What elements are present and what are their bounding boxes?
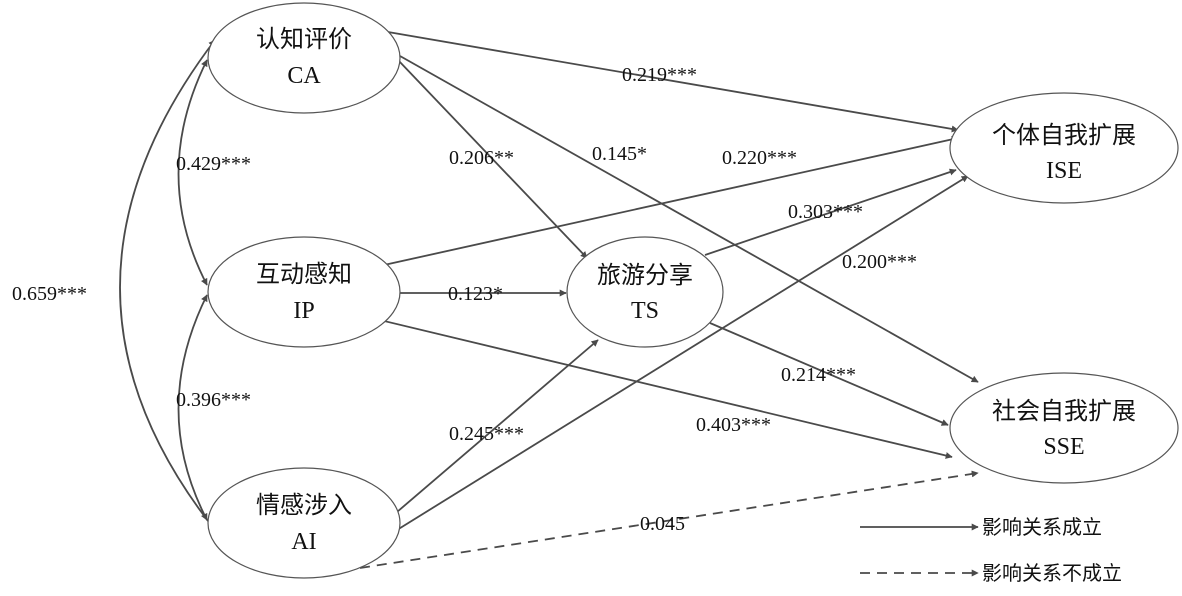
edge-ai-ise <box>396 175 969 531</box>
node-ip: 互动感知 IP <box>207 236 401 348</box>
edge-label-ip-ts: 0.123* <box>448 283 503 305</box>
edge-label-ca-ise: 0.219*** <box>622 64 697 86</box>
node-sse-name: 社会自我扩展 <box>992 397 1136 425</box>
edge-label-ai-sse: 0.045 <box>640 513 685 535</box>
edge-labels: 0.429*** 0.396*** 0.659*** 0.219*** 0.20… <box>12 64 917 535</box>
edge-ip-sse <box>379 319 953 459</box>
edge-ca-ts <box>397 59 588 259</box>
node-sse: 社会自我扩展 SSE <box>949 372 1179 484</box>
legend-dashed-label: 影响关系不成立 <box>982 561 1122 585</box>
node-ai-ellipse <box>207 467 401 579</box>
edge-label-ip-ai: 0.396*** <box>176 389 251 411</box>
node-ip-code: IP <box>293 298 314 324</box>
edges <box>119 31 979 569</box>
edge-label-ca-ip: 0.429*** <box>176 153 251 175</box>
edge-label-ip-sse: 0.403*** <box>696 414 771 436</box>
node-ai-name: 情感涉入 <box>256 491 352 519</box>
edge-label-ts-sse: 0.214*** <box>781 364 856 386</box>
node-ai: 情感涉入 AI <box>207 467 401 579</box>
edge-ca-sse <box>399 55 979 383</box>
edge-label-ip-ise: 0.220*** <box>722 147 797 169</box>
node-ca-name: 认知评价 <box>256 25 352 53</box>
node-ise-code: ISE <box>1046 158 1082 184</box>
edge-ai-ts <box>396 339 599 513</box>
node-ts-name: 旅游分享 <box>597 261 693 289</box>
node-ts-ellipse <box>566 236 724 348</box>
edge-label-ca-ai: 0.659*** <box>12 283 87 305</box>
legend: 影响关系成立 影响关系不成立 <box>860 515 1122 585</box>
node-ip-name: 互动感知 <box>256 260 352 288</box>
edge-ca-ai <box>119 39 216 531</box>
edge-label-ca-sse: 0.145* <box>592 143 647 165</box>
node-sse-ellipse <box>949 372 1179 484</box>
node-ise: 个体自我扩展 ISE <box>949 92 1179 204</box>
edge-label-ca-ts: 0.206** <box>449 147 514 169</box>
node-ts: 旅游分享 TS <box>566 236 724 348</box>
node-ai-code: AI <box>291 529 316 555</box>
edge-ip-ai <box>177 294 208 521</box>
edge-ca-ip <box>177 59 208 286</box>
edge-label-ai-ts: 0.245*** <box>449 423 524 445</box>
node-ca-code: CA <box>287 63 321 89</box>
node-ts-code: TS <box>631 298 659 324</box>
edge-label-ai-ise: 0.200*** <box>842 251 917 273</box>
node-ise-ellipse <box>949 92 1179 204</box>
edge-ts-sse <box>709 322 949 426</box>
node-sse-code: SSE <box>1043 434 1084 460</box>
edge-ai-sse <box>359 470 979 569</box>
legend-solid-label: 影响关系成立 <box>982 515 1102 539</box>
edge-label-ts-ise: 0.303*** <box>788 201 863 223</box>
node-ca-ellipse <box>207 2 401 114</box>
edge-ts-ise <box>704 168 957 256</box>
edge-ca-ise <box>387 31 959 133</box>
edge-ip-ise <box>383 135 959 266</box>
node-ise-name: 个体自我扩展 <box>992 121 1136 149</box>
node-ca: 认知评价 CA <box>207 2 401 114</box>
node-ip-ellipse <box>207 236 401 348</box>
